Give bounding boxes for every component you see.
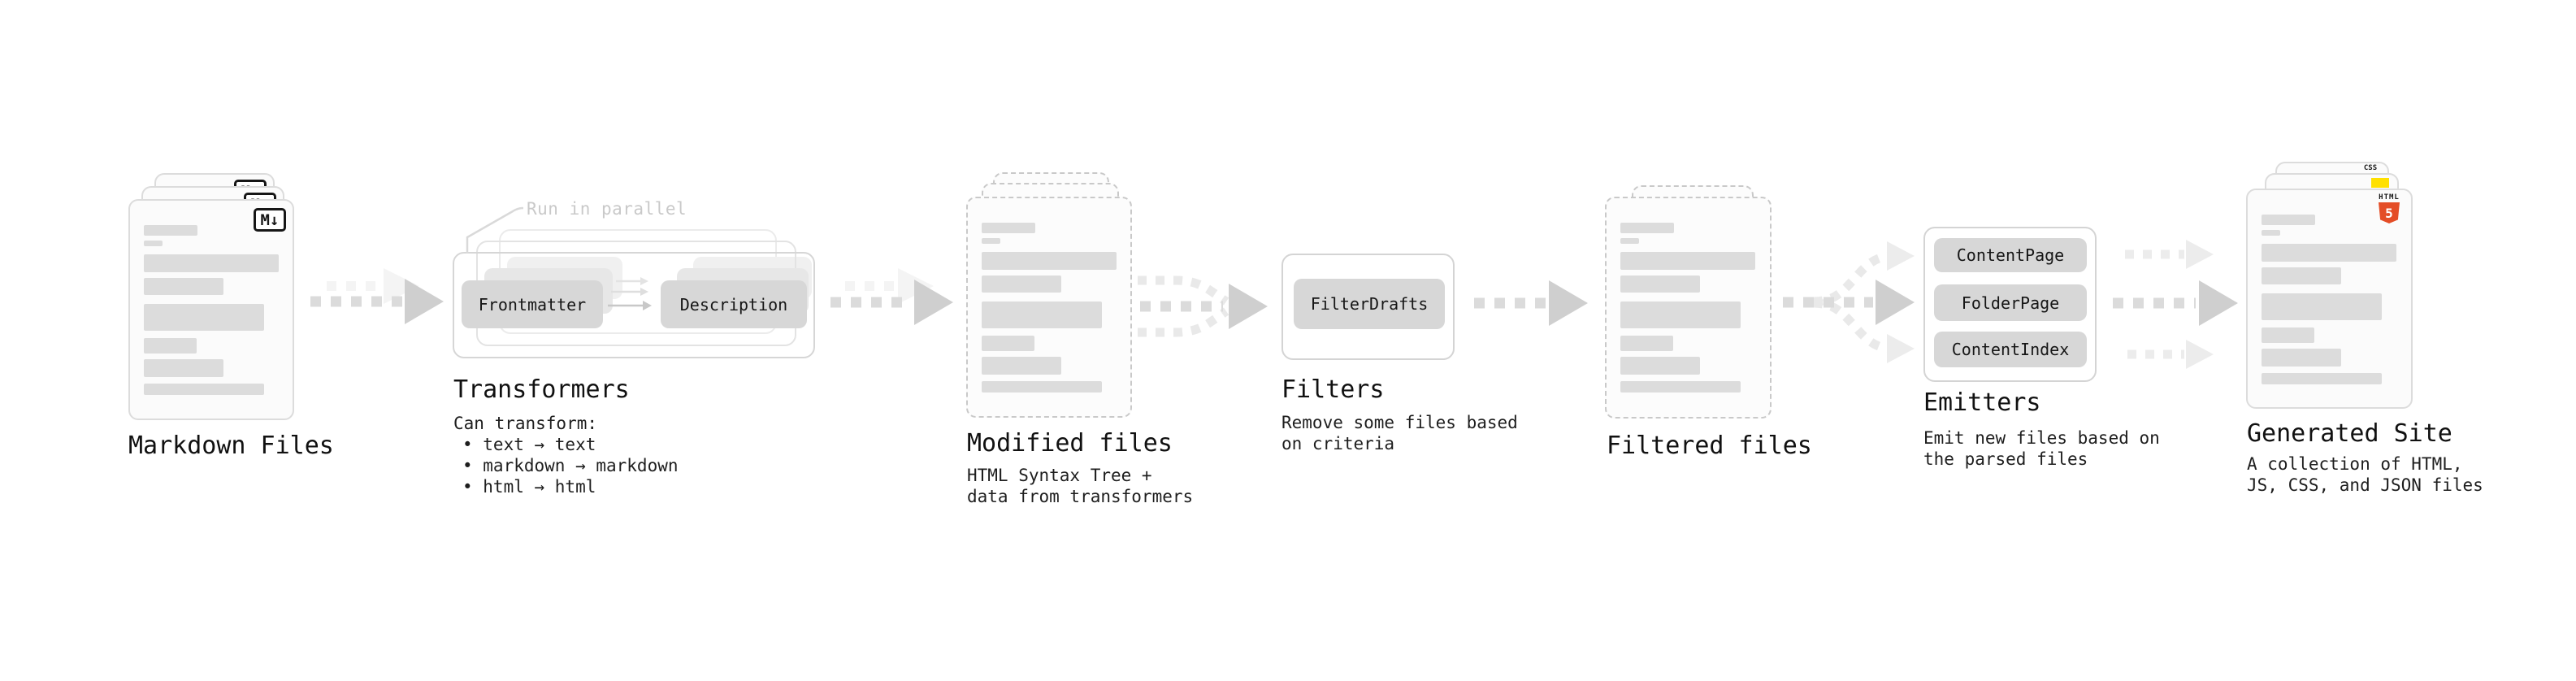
skeleton-bar [982, 238, 1000, 244]
filters-description: Remove some files based on criteria [1281, 412, 1518, 454]
skeleton-bar [982, 223, 1035, 233]
skeleton-bar [2262, 244, 2396, 262]
emitter-pill-contentindex: ContentIndex [1934, 332, 2087, 367]
skeleton-bar [1620, 275, 1700, 293]
skeleton-bar [1620, 223, 1674, 233]
description-line: the parsed files [1923, 449, 2088, 469]
skeleton-bar [1620, 301, 1741, 328]
generated-site-title: Generated Site [2247, 419, 2452, 448]
emitter-pill-contentpage: ContentPage [1934, 238, 2087, 272]
arrow-filtered-to-emitters [1783, 241, 1915, 363]
filters-title: Filters [1281, 375, 1385, 404]
transformers-title: Transformers [453, 375, 630, 404]
description-line: HTML Syntax Tree + [967, 466, 1152, 485]
skeleton-bar [2262, 373, 2382, 384]
skeleton-bar [1620, 357, 1700, 375]
skeleton-bar [982, 357, 1061, 375]
arrow-transformers-to-modified [830, 268, 953, 325]
skeleton-bar [982, 381, 1102, 393]
arrow-filters-to-filtered [1474, 280, 1588, 326]
skeleton-bar [2262, 327, 2314, 343]
description-line: Remove some files based [1281, 413, 1518, 432]
description-line: Can transform: [453, 414, 598, 433]
description-line: • html → html [462, 477, 596, 497]
markdown-files-title: Markdown Files [128, 432, 334, 460]
description-line: A collection of HTML, [2247, 454, 2463, 474]
generated-site-description: A collection of HTML, JS, CSS, and JSON … [2247, 453, 2483, 496]
skeleton-bar [1620, 238, 1639, 244]
js-icon [2371, 178, 2389, 188]
description-line: JS, CSS, and JSON files [2247, 475, 2483, 495]
skeleton-bar [982, 275, 1061, 293]
filtered-files-title: Filtered files [1607, 432, 1812, 460]
filter-pill-filterdrafts: FilterDrafts [1294, 279, 1445, 329]
modified-file-card-front [966, 197, 1132, 418]
skeleton-bar [2262, 230, 2280, 236]
description-line: on criteria [1281, 434, 1395, 453]
skeleton-bar [144, 254, 279, 272]
html5-icon-number: 5 [2385, 205, 2393, 221]
skeleton-bar [1620, 336, 1673, 351]
markdown-icon-text: M↓ [260, 210, 280, 229]
skeleton-bar [144, 359, 223, 377]
html5-icon: HTML 5 [2377, 193, 2401, 223]
skeleton-bar [2262, 267, 2341, 284]
generated-site-card-front [2246, 189, 2413, 409]
transformer-pill-description: Description [661, 280, 807, 328]
emitters-description: Emit new files based on the parsed files [1923, 427, 2160, 470]
skeleton-bar [982, 336, 1034, 351]
skeleton-bar [1620, 252, 1755, 270]
emitters-title: Emitters [1923, 388, 2041, 417]
transformers-description: Can transform: • text → text • markdown … [453, 413, 679, 497]
skeleton-bar [1620, 381, 1741, 393]
arrow-emitters-to-generated [2113, 240, 2238, 369]
modified-files-description: HTML Syntax Tree + data from transformer… [967, 465, 1193, 507]
run-in-parallel-note: Run in parallel [527, 199, 687, 219]
skeleton-bar [2262, 293, 2382, 320]
arrow-markdown-to-transformers [310, 268, 444, 324]
skeleton-bar [2262, 215, 2315, 225]
skeleton-bar [982, 252, 1117, 270]
skeleton-bar [144, 338, 197, 354]
transformer-pill-frontmatter: Frontmatter [462, 280, 603, 328]
description-line: • markdown → markdown [462, 456, 679, 475]
css-icon-text: CSS [2363, 164, 2378, 172]
description-line: • text → text [462, 435, 596, 454]
description-line: Emit new files based on [1923, 428, 2160, 448]
filtered-file-card-front [1605, 197, 1772, 419]
html5-icon-shield: 5 [2379, 202, 2400, 223]
modified-files-title: Modified files [967, 429, 1173, 458]
skeleton-bar [144, 278, 223, 295]
skeleton-bar [144, 304, 264, 331]
description-line: data from transformers [967, 487, 1194, 506]
html5-icon-text: HTML [2379, 193, 2400, 202]
arrow-modified-to-filters [1138, 275, 1268, 337]
markdown-icon: M↓ [254, 208, 286, 232]
emitter-pill-folderpage: FolderPage [1934, 284, 2087, 321]
skeleton-bar [144, 241, 163, 246]
skeleton-bar [982, 301, 1102, 328]
skeleton-bar [144, 384, 264, 395]
markdown-file-card-front [128, 199, 294, 420]
skeleton-bar [2262, 349, 2341, 367]
transformers-box-front [453, 252, 815, 358]
skeleton-bar [144, 225, 197, 236]
